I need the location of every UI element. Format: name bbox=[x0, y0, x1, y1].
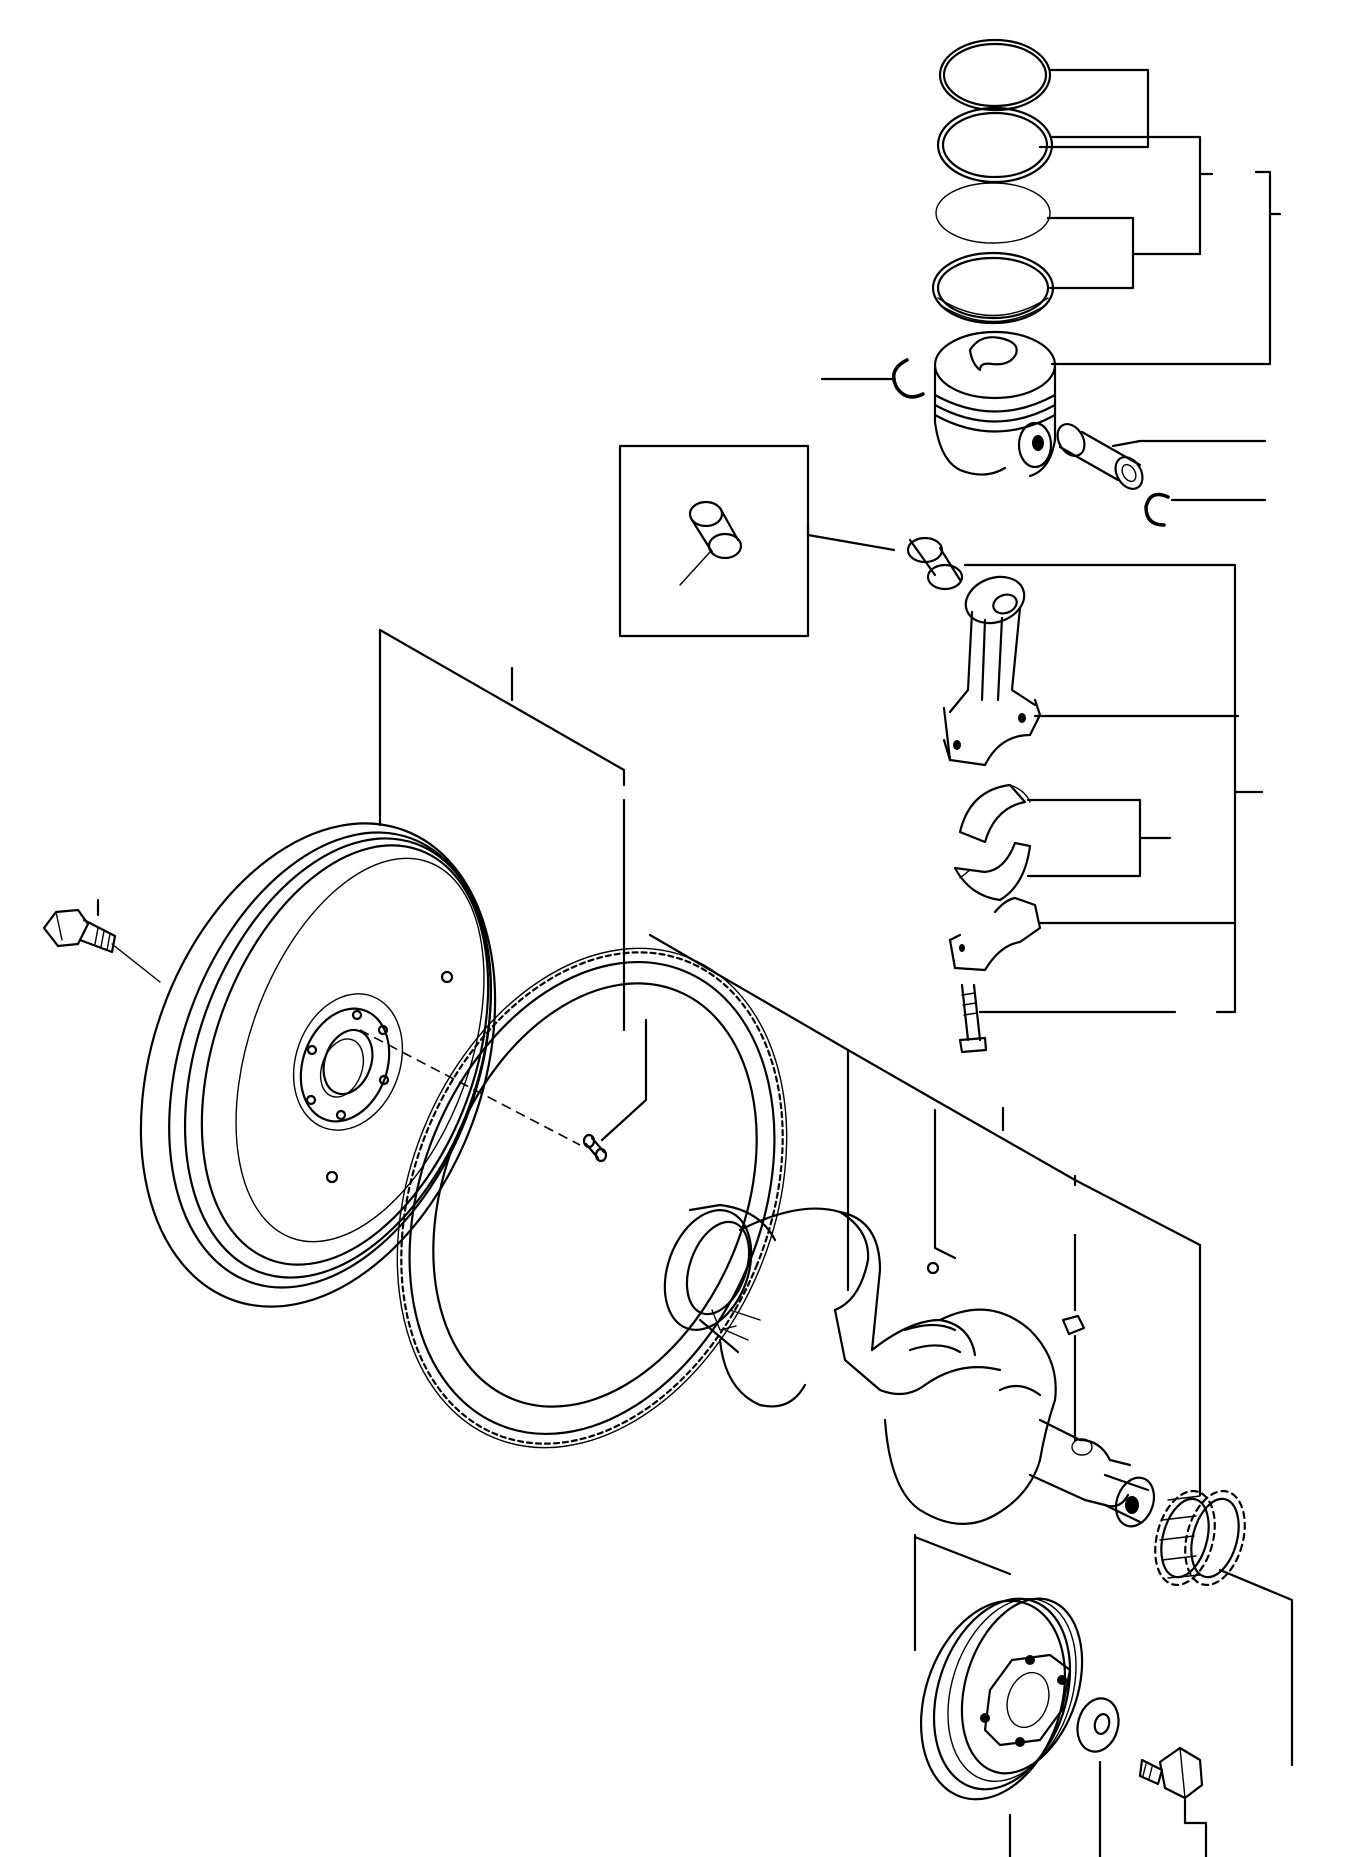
rod-bolt bbox=[958, 983, 1177, 1054]
piston bbox=[933, 330, 1057, 478]
oil-ring-rail bbox=[935, 182, 1051, 244]
crankshaft-gear bbox=[1154, 1258, 1294, 1767]
crankshaft-pulley bbox=[913, 1533, 1084, 1857]
rod-bearing-lower bbox=[953, 841, 1032, 902]
ring-leader-lines bbox=[1038, 68, 1282, 366]
rod-bearing-upper bbox=[958, 783, 1031, 844]
small-end-bushing-detail bbox=[618, 444, 896, 638]
crankshaft bbox=[648, 933, 1202, 1528]
piston-pin bbox=[1056, 423, 1267, 490]
woodruff-key bbox=[1061, 1233, 1086, 1442]
rod-cap bbox=[948, 896, 1237, 972]
piston-pin-snap-ring-left bbox=[820, 358, 925, 399]
piston-ring-top bbox=[938, 38, 1052, 112]
crankshaft-plug bbox=[926, 1261, 940, 1275]
pulley-washer bbox=[1076, 1697, 1120, 1857]
flywheel bbox=[139, 628, 626, 1308]
piston-ring-second bbox=[936, 106, 1054, 184]
oil-ring bbox=[931, 251, 1055, 325]
flywheel-bolt bbox=[42, 898, 161, 983]
connecting-rod bbox=[942, 563, 1264, 1014]
small-end-bushing bbox=[906, 536, 964, 591]
ring-gear bbox=[396, 947, 788, 1449]
piston-pin-snap-ring-right bbox=[1144, 492, 1267, 527]
pulley-bolt bbox=[1138, 1746, 1208, 1857]
dowel-pin bbox=[582, 1018, 648, 1163]
bearing-leader bbox=[1026, 798, 1142, 878]
